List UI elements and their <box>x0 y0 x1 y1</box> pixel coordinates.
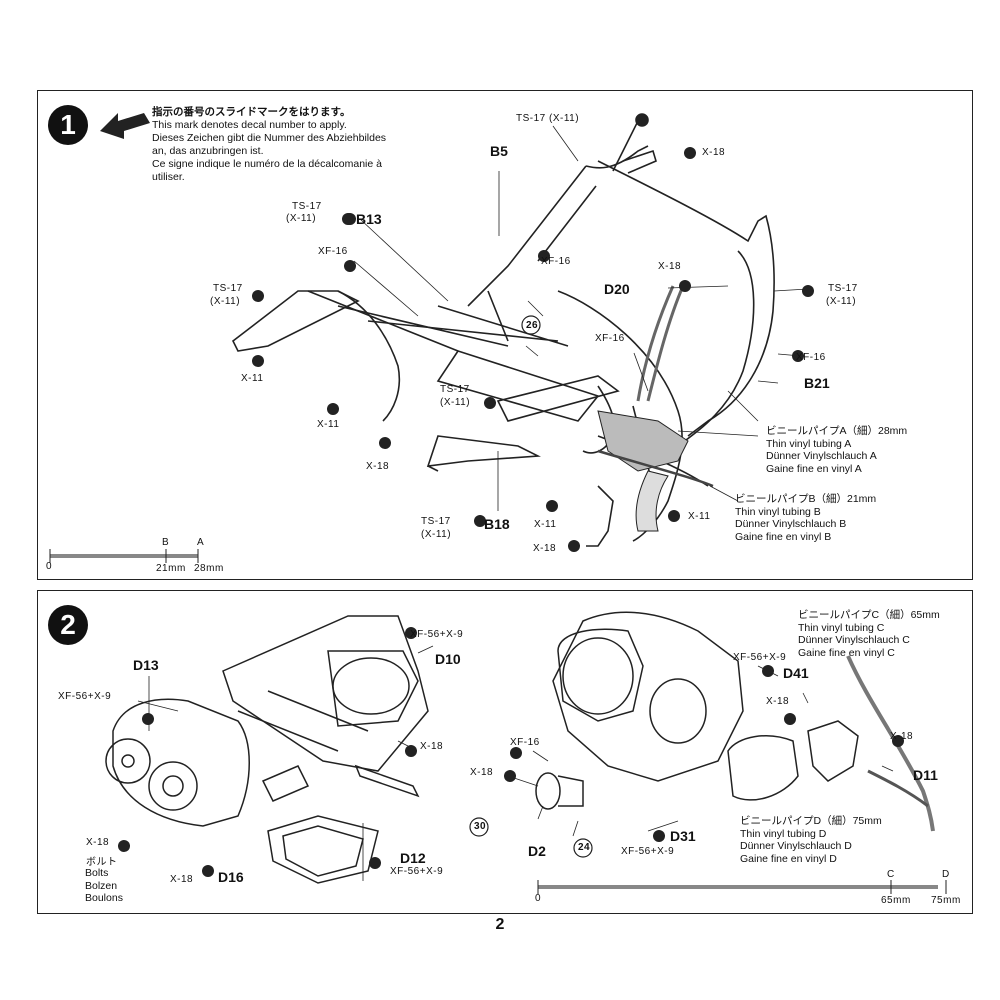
ruler-length-c: 65mm <box>881 895 911 906</box>
tubing-d-legend: ビニールパイプD（細）75mm Thin vinyl tubing D Dünn… <box>740 815 882 865</box>
part-d31: D31 <box>670 828 696 844</box>
part-d41: D41 <box>783 665 809 681</box>
engine-assembly-drawing <box>105 611 947 894</box>
part-d12: D12 <box>400 850 426 866</box>
label-x11-bottom-right: X-11 <box>688 511 711 522</box>
bolts-legend: Bolts Bolzen Boulons <box>85 867 123 904</box>
ruler-mark-d: D <box>942 869 950 880</box>
step-number-badge: 2 <box>48 605 88 645</box>
frame-assembly-drawing <box>49 113 814 563</box>
label-xf56-d10: XF-56+X-9 <box>410 629 464 640</box>
label-ts17-b18: TS-17 <box>421 516 451 527</box>
label-ts17-b13: TS-17 <box>292 201 322 212</box>
ruler-length-b: 21mm <box>156 563 186 574</box>
label-x18-d20: X-18 <box>658 261 682 272</box>
ruler-mark-a: A <box>197 537 205 548</box>
step-2-panel: 2 <box>37 590 973 914</box>
label-x18-bolt: X-18 <box>86 837 110 848</box>
label-x18-d16: X-18 <box>170 874 194 885</box>
step-1-panel: 1 <box>37 90 973 580</box>
label-xf56-d12: XF-56+X-9 <box>390 866 444 877</box>
part-d10: D10 <box>435 651 461 667</box>
part-b18: B18 <box>484 516 510 532</box>
ruler-mark-b: B <box>162 537 170 548</box>
label-x11-bottom-center: X-11 <box>534 519 557 530</box>
label-xf16: XF-16 <box>510 737 540 748</box>
label-x11-right: (X-11) <box>826 296 857 307</box>
part-d16: D16 <box>218 869 244 885</box>
label-x18-d11: X-18 <box>890 731 914 742</box>
label-xf16-mid: XF-16 <box>541 256 571 267</box>
label-x11-b13: (X-11) <box>286 213 317 224</box>
decal-arrow-icon <box>100 113 150 139</box>
label-ts17-right: TS-17 <box>828 283 858 294</box>
part-d13: D13 <box>133 657 159 673</box>
tubing-c-legend: ビニールパイプC（細）65mm Thin vinyl tubing C Dünn… <box>798 609 940 659</box>
page-number: 2 <box>495 916 505 933</box>
label-x11-lower: X-11 <box>317 419 340 430</box>
label-xf56-left: XF-56+X-9 <box>58 691 112 702</box>
label-x18-lower: X-18 <box>366 461 390 472</box>
label-xf16-left: XF-16 <box>318 246 348 257</box>
step-number-badge: 1 <box>48 105 88 145</box>
label-xf16-right: XF-16 <box>796 352 826 363</box>
label-ts17-x11-top: TS-17 (X-11) <box>516 113 580 124</box>
ruler-mark-c: C <box>887 869 895 880</box>
label-x11-center: (X-11) <box>440 397 471 408</box>
label-ts17-center: TS-17 <box>440 384 470 395</box>
ruler-length-d: 75mm <box>931 895 961 906</box>
ruler-length-a: 28mm <box>194 563 224 574</box>
decal-24: 24 <box>578 842 591 853</box>
label-x18-left: X-18 <box>470 767 494 778</box>
label-xf56-d31: XF-56+X-9 <box>621 846 675 857</box>
label-x11-b18: (X-11) <box>421 529 452 540</box>
part-b5: B5 <box>490 143 508 159</box>
part-b21: B21 <box>804 375 830 391</box>
label-xf16-c: XF-16 <box>595 333 625 344</box>
ruler-zero: 0 <box>535 893 542 904</box>
label-x18-top: X-18 <box>702 147 726 158</box>
label-xf56-d41: XF-56+X-9 <box>733 652 787 663</box>
decal-instruction-text: 指示の番号のスライドマークをはります。 This mark denotes de… <box>152 106 387 183</box>
label-x11-left-paren: (X-11) <box>210 296 241 307</box>
part-d20: D20 <box>604 281 630 297</box>
label-x11-left: X-11 <box>241 373 264 384</box>
label-x18-right-mid: X-18 <box>766 696 790 707</box>
decal-30: 30 <box>474 821 487 832</box>
tubing-b-legend: ビニールパイプB（細）21mm Thin vinyl tubing B Dünn… <box>735 493 877 543</box>
decal-26: 26 <box>526 320 539 331</box>
part-d2: D2 <box>528 843 546 859</box>
label-x18-mid: X-18 <box>420 741 444 752</box>
ruler-zero: 0 <box>46 561 53 572</box>
part-b13: B13 <box>356 211 382 227</box>
label-x18-bottom: X-18 <box>533 543 557 554</box>
label-ts17-left: TS-17 <box>213 283 243 294</box>
tubing-a-legend: ビニールパイプA（細）28mm Thin vinyl tubing A Dünn… <box>766 425 908 475</box>
part-d11: D11 <box>913 767 938 783</box>
bolts-jp: ボルト <box>86 857 118 868</box>
